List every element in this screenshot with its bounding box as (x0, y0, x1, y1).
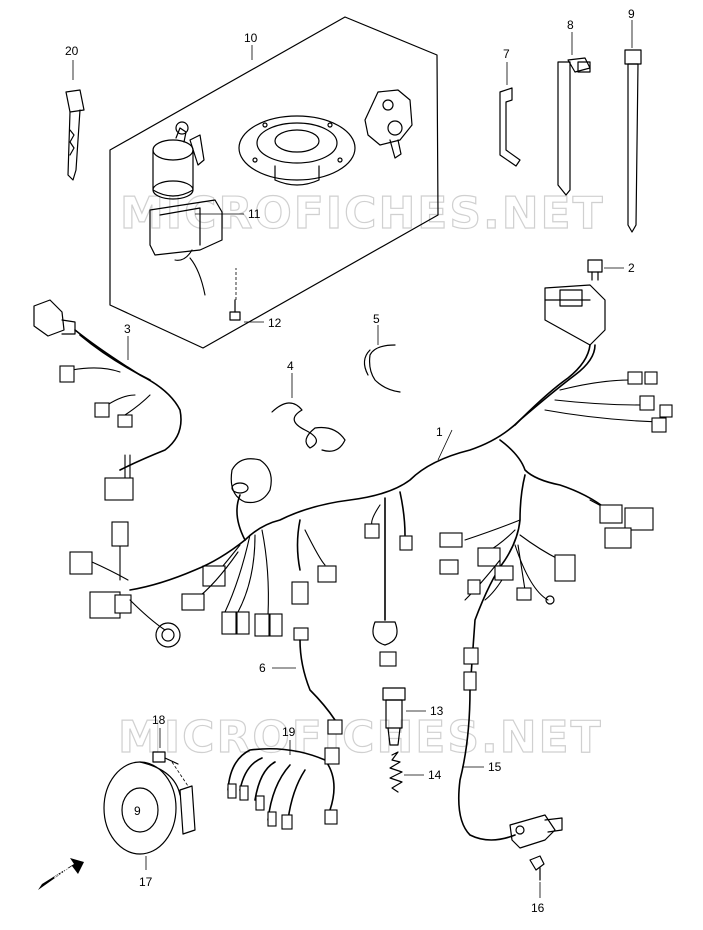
sub-harness-3[interactable]: 3 (33, 299, 182, 501)
horn-mark: 9 (134, 804, 141, 818)
fwd-arrow-icon: FWD (38, 858, 84, 890)
callout-16: 16 (531, 901, 545, 915)
bolt-18[interactable]: 18 (152, 713, 189, 787)
callout-9: 9 (628, 7, 635, 21)
side-stand-switch[interactable]: 15 (457, 647, 563, 849)
callout-17: 17 (139, 875, 153, 889)
clip-4[interactable]: 4 (271, 359, 346, 452)
callout-7: 7 (503, 47, 510, 61)
callout-6: 6 (259, 661, 266, 675)
callout-10: 10 (244, 31, 258, 45)
callout-1: 1 (436, 425, 443, 439)
ignition-switch[interactable] (149, 121, 223, 296)
callout-2: 2 (628, 261, 635, 275)
watermark-bottom: MICROFICHES.NET (118, 712, 603, 763)
neutral-switch[interactable]: 13 (382, 687, 444, 746)
cable-tie-9[interactable]: 9 (624, 7, 642, 233)
key[interactable]: 20 (65, 44, 85, 181)
seat-lock[interactable] (364, 89, 413, 159)
lead-harness-19[interactable]: 19 (227, 725, 340, 830)
callout-3: 3 (124, 322, 131, 336)
callout-18: 18 (152, 713, 166, 727)
watermark-top: MICROFICHES.NET (120, 188, 605, 239)
screw-12[interactable]: 12 (229, 268, 282, 330)
fwd-label: FWD (53, 866, 73, 884)
clamp-7[interactable]: 7 (499, 47, 521, 167)
fuse-2[interactable]: 2 (587, 259, 635, 281)
horn[interactable]: 9 17 (103, 761, 196, 889)
callout-12: 12 (268, 316, 282, 330)
callout-15: 15 (488, 760, 502, 774)
callout-11: 11 (248, 207, 261, 221)
callout-20: 20 (65, 44, 79, 58)
spring-14[interactable]: 14 (389, 751, 442, 793)
main-wiring-harness[interactable]: 1 (69, 284, 673, 691)
callout-13: 13 (430, 704, 444, 718)
fuel-tank-cap[interactable] (238, 115, 356, 186)
lead-wire-6[interactable]: 6 (259, 627, 343, 735)
callout-5: 5 (373, 312, 380, 326)
band-8[interactable]: 8 (557, 18, 591, 196)
ignition-set-group[interactable]: 10 11 (109, 16, 439, 349)
callout-8: 8 (567, 18, 574, 32)
callout-14: 14 (428, 768, 442, 782)
screw-16[interactable]: 16 (529, 855, 545, 915)
callout-4: 4 (287, 359, 294, 373)
clip-5[interactable]: 5 (363, 312, 401, 393)
callout-19: 19 (282, 725, 296, 739)
